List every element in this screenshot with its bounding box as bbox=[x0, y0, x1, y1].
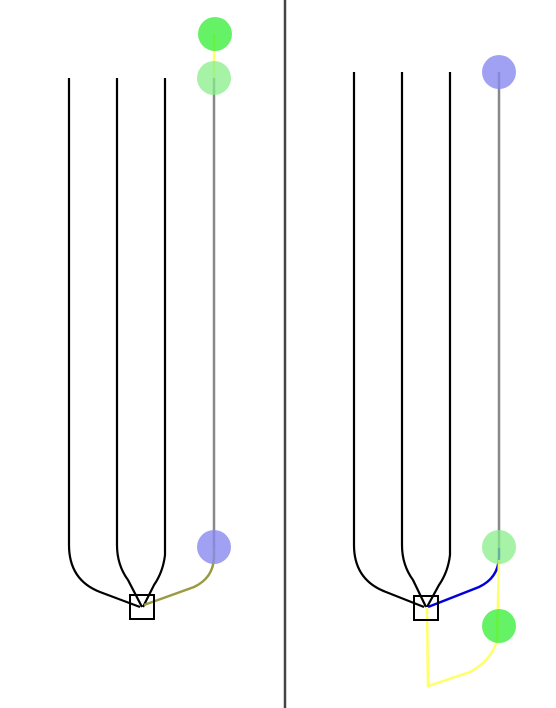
right-node-green bbox=[482, 609, 516, 643]
left-node-top-green bbox=[198, 17, 232, 51]
right-junction-box bbox=[413, 595, 439, 621]
right-wire-1 bbox=[352, 72, 425, 609]
right-node-light-green bbox=[482, 530, 516, 564]
left-node-blue bbox=[197, 530, 231, 564]
right-node-blue bbox=[482, 55, 516, 89]
left-panel bbox=[67, 17, 232, 620]
left-wire-2 bbox=[115, 78, 143, 608]
right-wire-2 bbox=[400, 72, 427, 608]
left-junction-box bbox=[129, 594, 155, 620]
left-node-light-green bbox=[197, 61, 231, 95]
right-panel bbox=[352, 55, 516, 688]
left-wire-3 bbox=[142, 78, 167, 608]
right-wire-3 bbox=[426, 72, 452, 608]
left-wire-1 bbox=[67, 78, 141, 609]
